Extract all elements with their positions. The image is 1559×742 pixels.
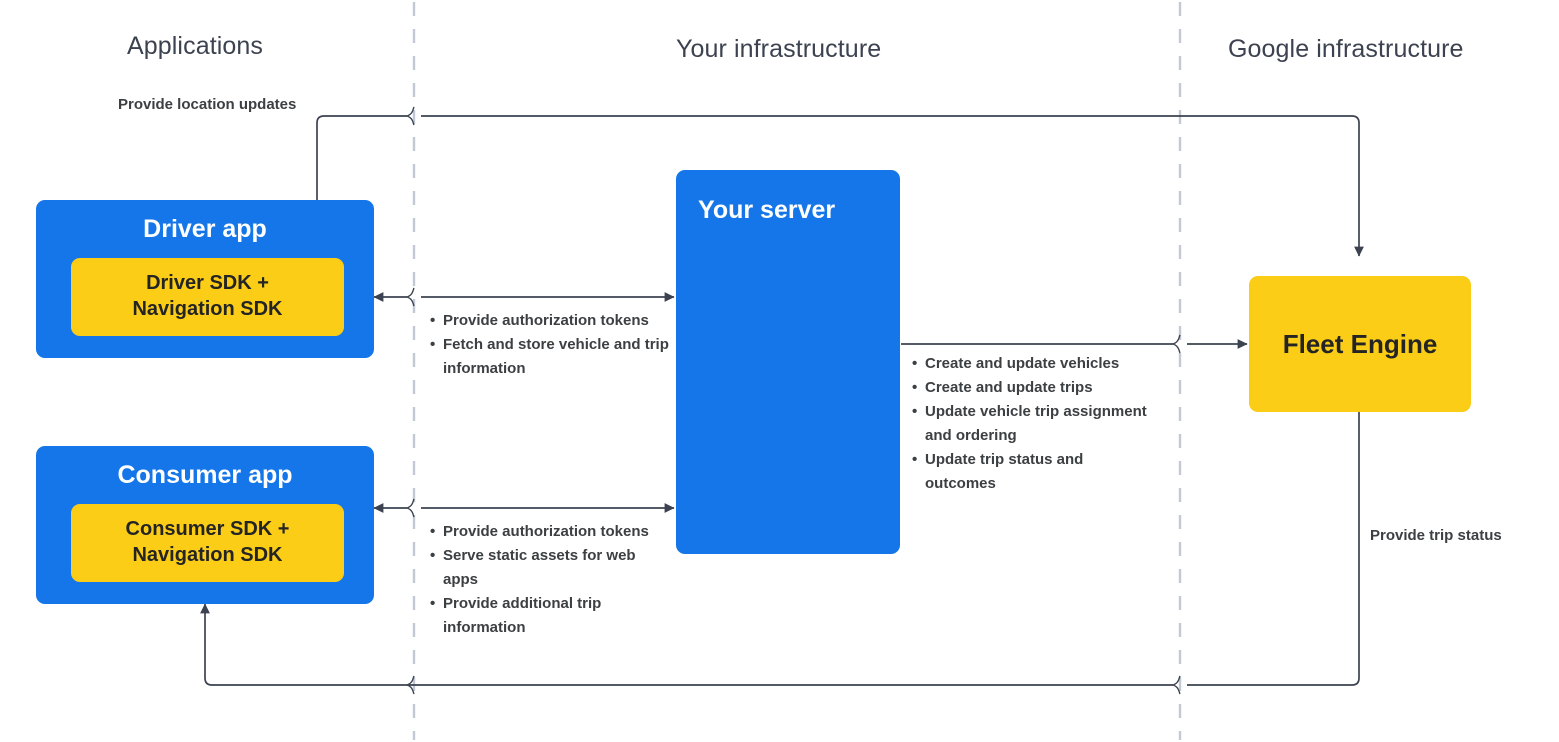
consumer-sdk-line1: Consumer SDK + (125, 518, 290, 541)
driver-sdk-line1: Driver SDK + (146, 272, 269, 295)
your-server-title: Your server (698, 196, 836, 224)
bullets-consumer-server: Provide authorization tokens Serve stati… (430, 520, 670, 640)
bullet-item: Update vehicle trip assignment and order… (912, 400, 1162, 448)
consumer-sdk-line2: Navigation SDK (132, 544, 283, 566)
bullet-item: Provide authorization tokens (430, 520, 670, 544)
bullet-item: Provide additional trip information (430, 592, 670, 640)
node-fleet-engine[interactable]: Fleet Engine (1249, 276, 1471, 412)
node-consumer-sdk[interactable]: Consumer SDK + Navigation SDK (71, 504, 344, 582)
fleet-engine-title: Fleet Engine (1282, 328, 1438, 359)
driver-sdk-line2: Navigation SDK (132, 298, 283, 320)
hop-location-updates-left (406, 106, 415, 126)
lane-title-your-infrastructure: Your infrastructure (676, 35, 882, 63)
bullet-item: Fetch and store vehicle and trip informa… (430, 333, 670, 381)
bullet-item: Create and update vehicles (912, 352, 1162, 376)
driver-app-title: Driver app (143, 215, 267, 243)
hop-consumer-server (406, 498, 415, 518)
lane-title-applications: Applications (127, 32, 264, 60)
node-consumer-app[interactable]: Consumer app Consumer SDK + Navigation S… (36, 446, 374, 604)
bullet-item: Provide authorization tokens (430, 309, 670, 333)
hop-trip-status-right (1172, 675, 1181, 695)
node-driver-sdk[interactable]: Driver SDK + Navigation SDK (71, 258, 344, 336)
bullets-driver-server: Provide authorization tokens Fetch and s… (430, 309, 670, 381)
edge-label-provide-trip-status: Provide trip status (1370, 527, 1502, 544)
bullet-item: Update trip status and outcomes (912, 448, 1150, 496)
consumer-app-title: Consumer app (117, 461, 293, 489)
edge-label-provide-location-updates: Provide location updates (118, 96, 297, 113)
node-your-server[interactable]: Your server (676, 170, 900, 554)
bullets-server-fleet-engine: Create and update vehicles Create and up… (912, 352, 1162, 496)
consumer-sdk-label: Consumer SDK + Navigation SDK (118, 517, 298, 568)
bullet-item: Create and update trips (912, 376, 1162, 400)
hop-driver-server (406, 287, 415, 307)
hop-trip-status-left (406, 675, 415, 695)
driver-sdk-label: Driver SDK + Navigation SDK (124, 271, 290, 322)
lane-title-google-infrastructure: Google infrastructure (1228, 35, 1464, 63)
bullet-item: Serve static assets for web apps (430, 544, 670, 592)
node-driver-app[interactable]: Driver app Driver SDK + Navigation SDK (36, 200, 374, 358)
hop-server-fleet-engine (1172, 334, 1181, 354)
